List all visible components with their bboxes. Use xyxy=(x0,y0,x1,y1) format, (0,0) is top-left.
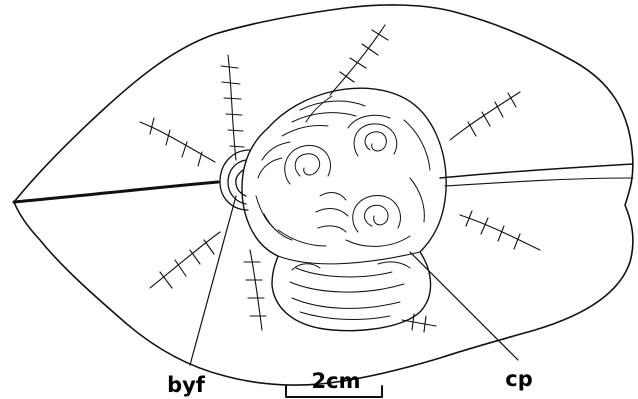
hinge-line-right xyxy=(440,164,633,178)
label-scale: 2cm xyxy=(312,369,361,393)
hinge-line-left xyxy=(14,182,218,202)
byf-leader-line xyxy=(190,196,236,365)
ridge-markings xyxy=(140,25,540,332)
label-byf: byf xyxy=(167,373,206,397)
label-cp: cp xyxy=(505,367,532,391)
specimen-outline xyxy=(14,5,633,385)
cp-leader-line xyxy=(410,252,518,360)
capsule-body xyxy=(242,88,446,330)
hinge-line-right-2 xyxy=(445,178,633,186)
capsule-texture xyxy=(256,96,430,319)
